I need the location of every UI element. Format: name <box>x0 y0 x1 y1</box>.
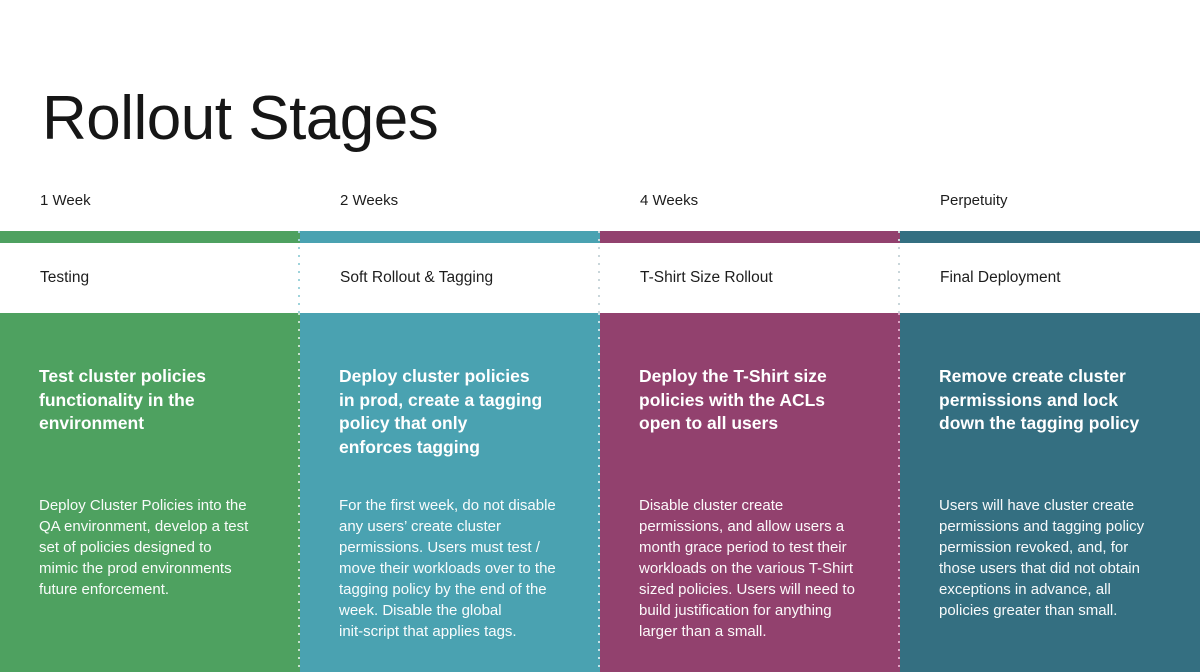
stage-color-bar <box>600 231 900 243</box>
stage-panel: Remove create cluster permissions and lo… <box>900 313 1200 672</box>
stage-panel: Deploy cluster policies in prod, create … <box>300 313 600 672</box>
stage-color-bar <box>0 231 300 243</box>
duration-label: 1 Week <box>40 192 91 209</box>
stage-name: Final Deployment <box>900 243 1200 313</box>
panel-body: For the first week, do not disable any u… <box>339 497 556 640</box>
stage-name: Soft Rollout & Tagging <box>300 243 600 313</box>
panel-body: Deploy Cluster Policies into the QA envi… <box>39 497 249 598</box>
panel-body: Users will have cluster create permissio… <box>939 497 1145 619</box>
stage-color-bar <box>300 231 600 243</box>
stage-name: T-Shirt Size Rollout <box>600 243 900 313</box>
duration-label: 4 Weeks <box>640 192 699 209</box>
page-title: Rollout Stages <box>42 83 439 153</box>
stage-column-testing: 1 Week Testing Test cluster policies fun… <box>0 185 300 672</box>
rollout-timeline: 1 Week Testing Test cluster policies fun… <box>0 185 1200 672</box>
stage-panel: Test cluster policies functionality in t… <box>0 313 300 672</box>
panel-heading: Deploy cluster policies in prod, create … <box>339 366 543 457</box>
panel-body: Disable cluster create permissions, and … <box>639 497 855 640</box>
stage-column-tshirt-rollout: 4 Weeks T-Shirt Size Rollout Deploy the … <box>600 185 900 672</box>
stage-color-bar <box>900 231 1200 243</box>
duration-label: Perpetuity <box>940 192 1008 209</box>
stage-name: Testing <box>0 243 300 313</box>
stage-column-soft-rollout: 2 Weeks Soft Rollout & Tagging Deploy cl… <box>300 185 600 672</box>
panel-heading: Remove create cluster permissions and lo… <box>939 366 1140 433</box>
panel-heading: Test cluster policies functionality in t… <box>39 366 206 433</box>
stage-panel: Deploy the T-Shirt size policies with th… <box>600 313 900 672</box>
duration-label: 2 Weeks <box>340 192 399 209</box>
panel-heading: Deploy the T-Shirt size policies with th… <box>639 366 827 433</box>
stage-column-final-deployment: Perpetuity Final Deployment Remove creat… <box>900 185 1200 672</box>
